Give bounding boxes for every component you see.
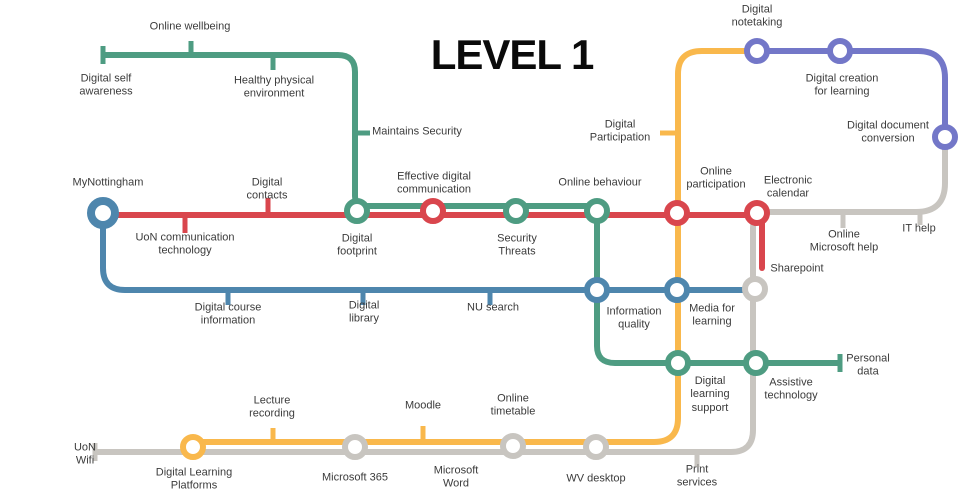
label-digital-learning-support: Digital learning support <box>690 374 730 414</box>
label-moodle: Moodle <box>404 399 442 412</box>
label-digital-creation-for-learning: Digital creation for learning <box>805 72 879 98</box>
station-digital-creation-for-learning <box>827 38 853 64</box>
label-digital-self-awareness: Digital self awareness <box>79 72 133 98</box>
label-online-behaviour: Online behaviour <box>558 176 642 189</box>
label-online-timetable: Online timetable <box>490 392 536 418</box>
station-security-threats <box>503 198 529 224</box>
label-it-help: IT help <box>902 222 936 235</box>
label-online-participation: Online participation <box>686 165 746 191</box>
label-online-wellbeing: Online wellbeing <box>149 20 231 33</box>
blue-line-path <box>100 213 750 293</box>
label-media-for-learning: Media for learning <box>689 302 735 328</box>
station-digital-notetaking <box>744 38 770 64</box>
label-security-threats: Security Threats <box>497 232 537 258</box>
station-digital-footprint <box>344 198 370 224</box>
label-assistive-technology: Assistive technology <box>764 376 818 402</box>
label-digital-learning-platforms: Digital Learning Platforms <box>155 466 233 492</box>
station-digital-learning-platforms <box>180 434 206 460</box>
station-online-behaviour <box>584 198 610 224</box>
station-sharepoint <box>742 276 768 302</box>
purple-line-path <box>757 48 948 138</box>
label-digital-footprint: Digital footprint <box>337 232 377 258</box>
label-nu-search: NU search <box>467 301 519 314</box>
label-personal-data: Personal data <box>846 352 890 378</box>
label-effective-digital-communication: Effective digital communication <box>397 170 471 196</box>
label-healthy-physical-environment: Healthy physical environment <box>233 74 315 100</box>
label-digital-contacts: Digital contacts <box>246 176 288 202</box>
label-online-microsoft-help: Online Microsoft help <box>809 228 879 254</box>
label-uon-wifi: UoN Wifi <box>73 441 97 467</box>
station-media-for-learning <box>664 277 690 303</box>
station-effective-digital-communication <box>420 198 446 224</box>
station-wv-desktop <box>583 434 609 460</box>
station-my-nottingham <box>87 197 119 229</box>
station-online-timetable <box>500 433 526 459</box>
label-my-nottingham: MyNottingham <box>72 176 144 189</box>
label-wv-desktop: WV desktop <box>566 472 626 485</box>
station-electronic-calendar <box>744 200 770 226</box>
label-print-services: Print services <box>676 463 718 489</box>
green-line-path <box>103 52 840 366</box>
label-lecture-recording: Lecture recording <box>249 394 295 420</box>
label-microsoft-365: Microsoft 365 <box>321 471 389 484</box>
label-electronic-calendar: Electronic calendar <box>763 174 813 200</box>
label-information-quality: Information quality <box>606 305 662 331</box>
station-information-quality <box>584 277 610 303</box>
station-online-participation <box>664 200 690 226</box>
label-maintains-security: Maintains Security <box>372 125 462 138</box>
label-digital-library: Digital library <box>348 299 380 325</box>
station-microsoft-365 <box>342 434 368 460</box>
label-microsoft-word: Microsoft Word <box>433 464 479 490</box>
label-digital-participation: Digital Participation <box>589 118 651 144</box>
label-digital-document-conversion: Digital document conversion <box>847 119 929 145</box>
label-uon-communication-technology: UoN communication technology <box>135 231 235 257</box>
label-digital-course-information: Digital course information <box>194 301 262 327</box>
label-digital-notetaking: Digital notetaking <box>731 3 783 29</box>
page-title: LEVEL 1 <box>430 31 595 78</box>
station-digital-document-conversion <box>932 124 958 150</box>
station-digital-learning-support <box>665 350 691 376</box>
yellow-line-path <box>193 48 757 445</box>
label-sharepoint: Sharepoint <box>770 262 824 275</box>
station-assistive-technology <box>743 350 769 376</box>
